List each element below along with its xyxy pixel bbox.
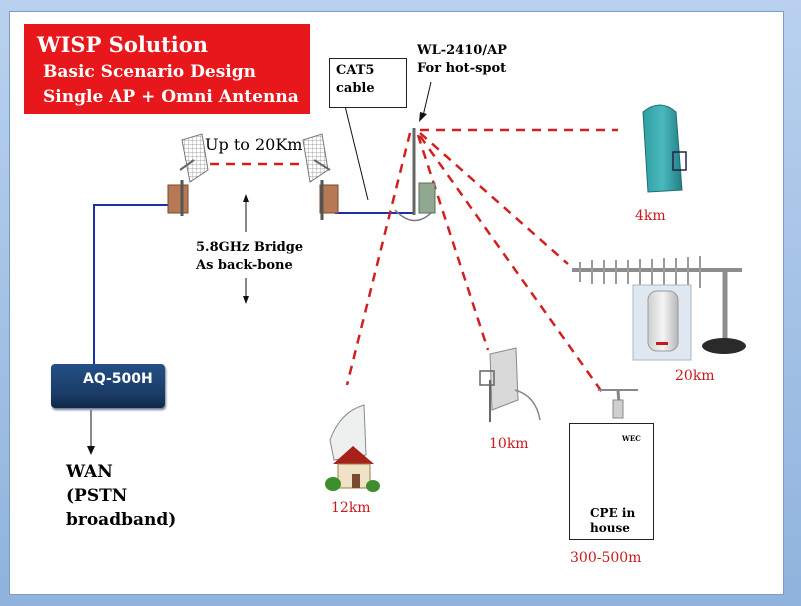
wan-arrow <box>87 410 95 455</box>
bridge-arrow <box>243 194 249 304</box>
ap-pointer-head <box>419 112 427 122</box>
grid-antenna-left <box>167 133 209 216</box>
ap-omni-antenna <box>394 128 436 222</box>
wan-label-line1: WAN <box>66 462 113 482</box>
cpe-in-house-box: WEC CPE in house <box>569 423 654 540</box>
distance-20km: 20km <box>675 368 715 384</box>
link-distance-label: Up to 20Km <box>205 135 303 154</box>
yagi-antenna-20km <box>572 256 746 354</box>
wan-label-line2: (PSTN <box>66 486 128 506</box>
title-line-3: Single AP + Omni Antenna <box>43 87 299 107</box>
ap-label-line1: WL-2410/AP <box>417 43 507 58</box>
cable-bridge-to-device <box>93 204 180 364</box>
wan-label-line3: broadband) <box>66 510 177 530</box>
grid-antenna-right <box>302 133 339 220</box>
ap-pointer-line <box>422 81 432 117</box>
bridge-label-line1: 5.8GHz Bridge <box>196 240 304 255</box>
distance-4km: 4km <box>635 208 666 224</box>
cpe-panel-10km <box>479 347 541 422</box>
cpe-panel-4km <box>642 104 687 193</box>
cpe-antenna-small <box>598 389 638 419</box>
cat5-label-line1: CAT5 <box>336 63 375 78</box>
house-12km <box>325 404 380 492</box>
cpe-box-20km <box>632 284 692 361</box>
distance-300-500m: 300-500m <box>570 550 642 566</box>
cat5-label-line2: cable <box>336 81 375 96</box>
cat5-pointer-line <box>344 105 369 201</box>
cpe-label-line2: house <box>590 521 630 535</box>
cpe-brand-label: WEC <box>622 434 641 443</box>
link-20km <box>419 132 569 265</box>
link-10km <box>416 134 490 351</box>
aq-500h-device: AQ-500H <box>51 364 165 408</box>
title-line-2: Basic Scenario Design <box>43 62 257 82</box>
cpe-label-line1: CPE in <box>590 506 636 520</box>
link-300m <box>418 135 604 393</box>
bridge-label-line2: As back-bone <box>196 258 293 273</box>
device-label: AQ-500H <box>83 371 153 387</box>
distance-12km: 12km <box>331 500 371 516</box>
title-line-1: WISP Solution <box>37 32 209 57</box>
cable-lines <box>93 204 414 364</box>
link-12km <box>345 132 412 386</box>
cat5-callout: CAT5 cable <box>329 58 407 108</box>
distance-10km: 10km <box>489 436 529 452</box>
ap-label-line2: For hot-spot <box>417 61 507 76</box>
wireless-links <box>210 128 618 393</box>
title-banner: WISP Solution Basic Scenario Design Sing… <box>24 24 310 114</box>
